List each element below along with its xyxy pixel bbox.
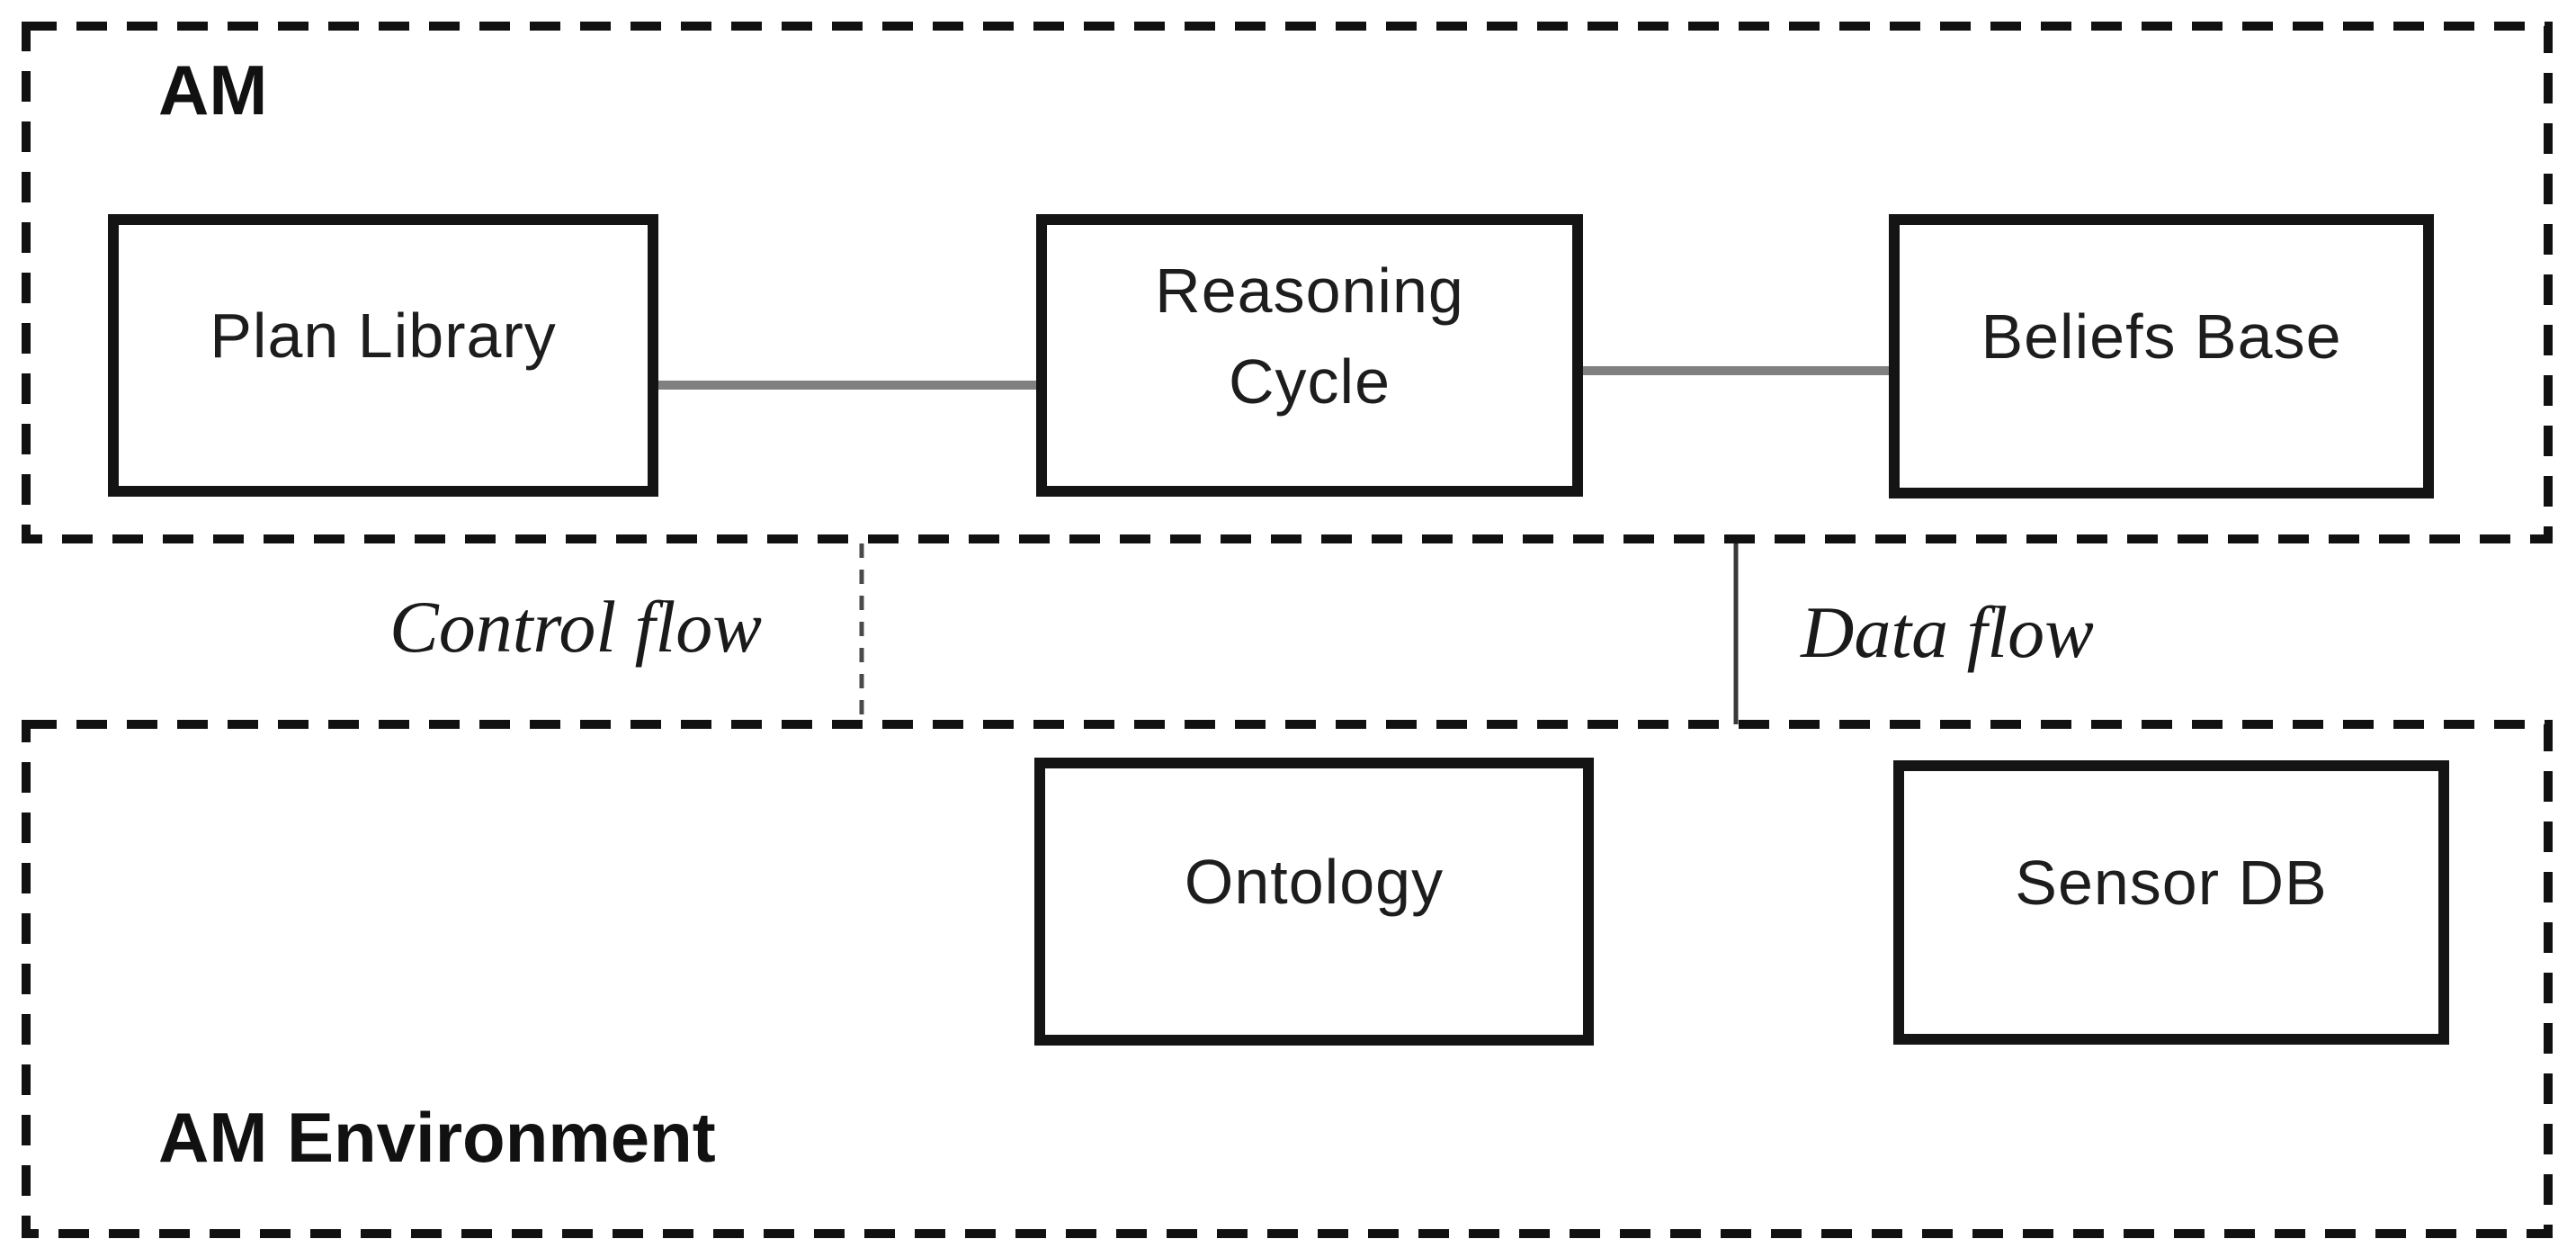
am-environment-dashed-border [22,720,2553,1238]
am-container-label: AM [158,50,268,130]
sensor-db-label: Sensor DB [2015,848,2328,919]
ontology-box: Ontology [1034,758,1594,1046]
plan-library-label: Plan Library [210,301,557,372]
ontology-label: Ontology [1184,847,1445,918]
plan-library-box: Plan Library [108,214,658,497]
sensor-db-box: Sensor DB [1893,760,2449,1045]
beliefs-base-label: Beliefs Base [1981,301,2342,373]
reasoning-cycle-label: Reasoning Cycle [1155,255,1464,418]
reasoning-cycle-box: Reasoning Cycle [1036,214,1583,497]
control-flow-label: Control flow [389,586,762,668]
data-flow-label: Data flow [1801,591,2094,673]
beliefs-base-box: Beliefs Base [1889,214,2434,498]
am-environment-container-label: AM Environment [158,1098,716,1177]
am-container-dashed-border [22,22,2553,543]
